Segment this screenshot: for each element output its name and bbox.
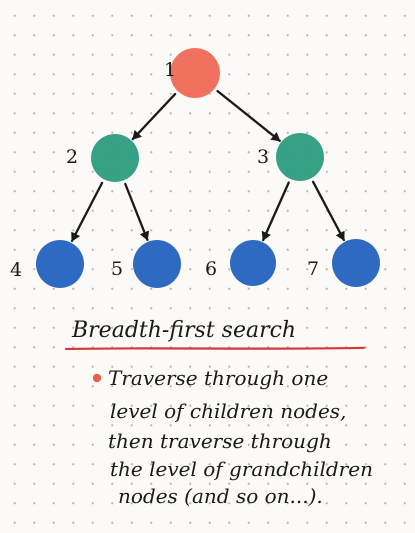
edge-arrow-n1-n3 (216, 89, 281, 142)
edge-arrow-n2-n5 (124, 182, 150, 241)
node-label-2: 2 (66, 146, 78, 168)
node-label-3: 3 (257, 146, 269, 168)
node-circle-4 (36, 240, 84, 288)
node-label-1: 1 (164, 59, 176, 81)
node-labels: 1 2 3 4 5 6 7 (10, 59, 319, 281)
tree-nodes (36, 48, 380, 288)
description-line-4: the level of grandchildren (110, 457, 373, 481)
node-label-6: 6 (205, 258, 217, 280)
node-label-5: 5 (111, 258, 123, 280)
diagram-title: Breadth-first search (71, 318, 296, 343)
tree-edges (70, 89, 346, 243)
node-circle-5 (133, 240, 181, 288)
node-circle-3 (276, 133, 324, 181)
node-label-4: 4 (10, 259, 22, 281)
description-line-5: nodes (and so on...). (118, 484, 323, 508)
description-line-3: then traverse through (108, 429, 332, 453)
node-circle-2 (91, 134, 139, 182)
node-circle-1 (170, 48, 220, 98)
bullet-dot (92, 373, 102, 383)
edge-arrow-n1-n2 (131, 92, 177, 141)
description-line-2: level of children nodes, (110, 399, 346, 423)
node-circle-6 (230, 240, 276, 286)
node-label-7: 7 (307, 258, 319, 280)
edge-arrow-n3-n6 (261, 181, 290, 242)
title-underline (64, 346, 366, 351)
description-line-1: Traverse through one (108, 366, 328, 390)
edge-arrow-n3-n7 (311, 180, 346, 242)
node-circle-7 (332, 239, 380, 287)
edge-arrow-n2-n4 (70, 181, 104, 243)
